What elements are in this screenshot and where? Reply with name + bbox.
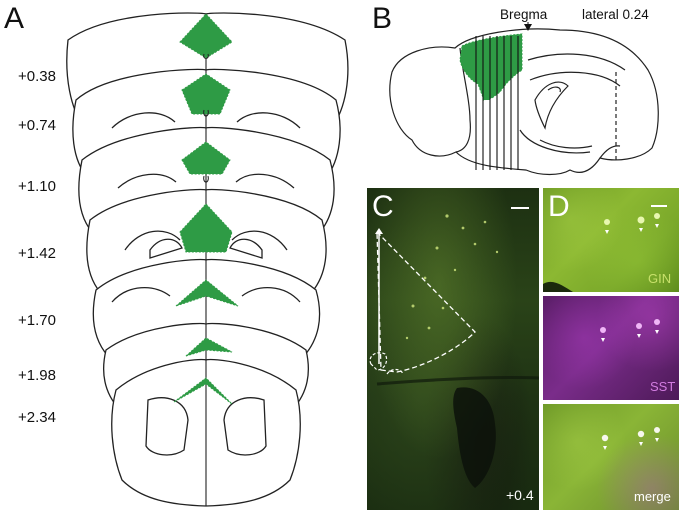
channel-label-gin: GIN [648, 272, 671, 285]
panel-d-letter: D [548, 192, 570, 222]
panel-c-letter: C [372, 192, 394, 222]
channel-label-merge: merge [634, 490, 671, 503]
sagittal-brain-outline [390, 29, 658, 175]
panel-c-coordinate: +0.4 [506, 488, 534, 502]
panel-c-micrograph [367, 188, 539, 510]
sagittal-highlight-region [460, 34, 522, 100]
roi-dashed-outline [377, 232, 475, 372]
channel-label-sst: SST [650, 380, 675, 393]
